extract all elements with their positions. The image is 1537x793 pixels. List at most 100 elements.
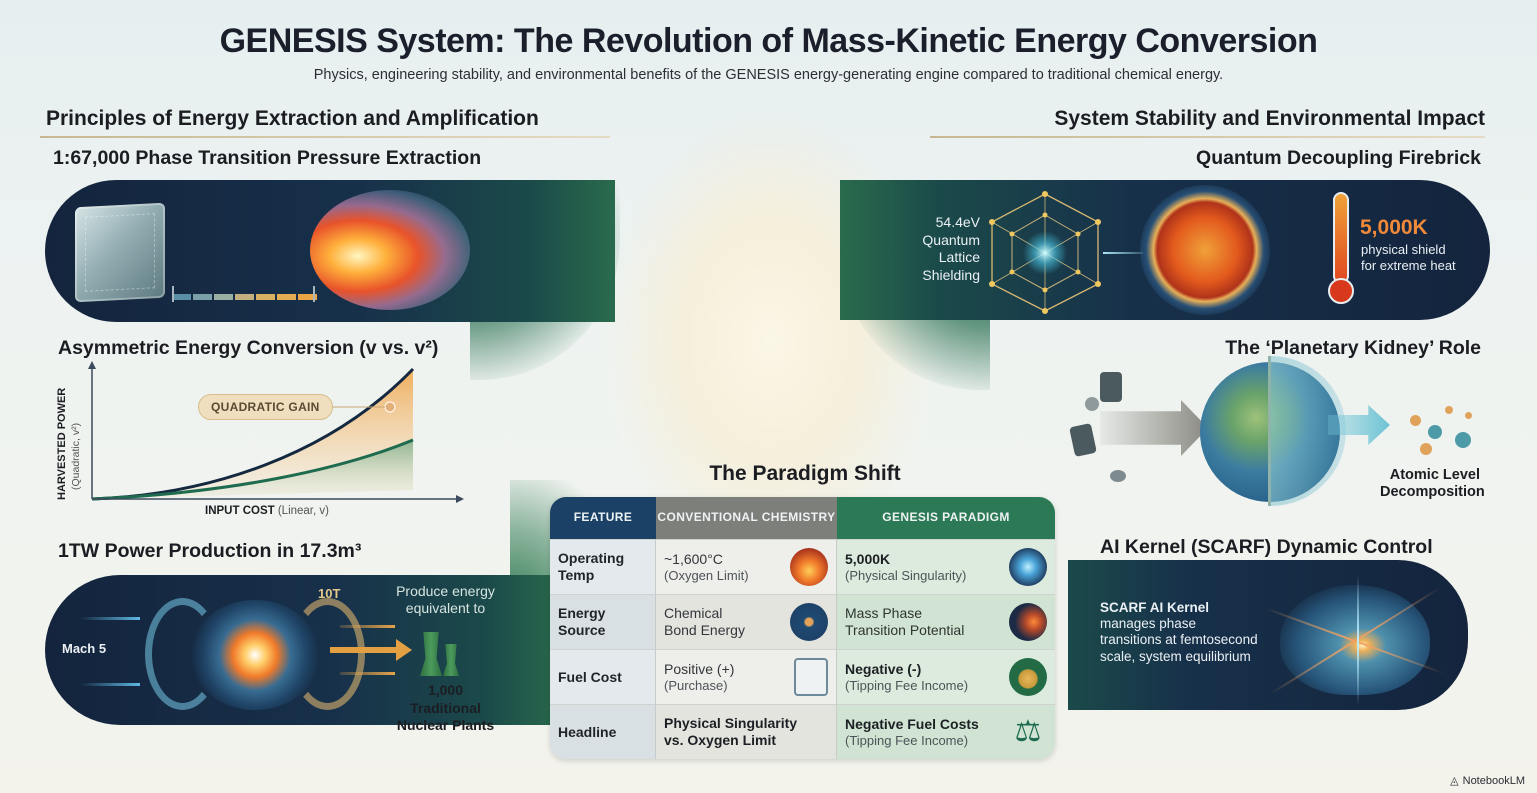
page-title: GENESIS System: The Revolution of Mass-K… [219,22,1318,60]
chart-x-axis-label: INPUT COST (Linear, v) [205,505,329,517]
explosion-icon [310,190,470,310]
balance-scale-icon: ⚖ [1014,715,1042,748]
cell-sub: Bond Energy [664,622,745,638]
debris-icon [1085,397,1099,411]
cell-main: Mass Phase [845,605,923,622]
asymmetric-chart [60,361,470,525]
watermark-text: NotebookLM [1462,774,1525,787]
atom-particle [1455,432,1471,448]
cell-sub: (Oxygen Limit) [664,567,749,583]
left-section-heading: Principles of Energy Extraction and Ampl… [46,107,539,130]
cell-sub: (Tipping Fee Income) [845,677,969,693]
table-row-feature: Operating Temp [550,539,656,594]
col-header-genesis: GENESIS PARADIGM [837,497,1055,539]
cell-main: ~1,600°C [664,550,723,567]
x-axis-title: INPUT COST [205,505,275,517]
atom-particle [1445,406,1453,414]
phase-transition-icon [1009,603,1047,641]
debris-icon [1110,470,1126,482]
ice-cube-icon [75,202,165,303]
cooling-tower-icon [420,632,442,676]
ai-kernel-desc-bold: SCARF AI Kernel [1100,600,1210,615]
table-cell-conventional: Positive (+)(Purchase) [656,649,837,704]
firebrick-title: Quantum Decoupling Firebrick [1196,147,1481,169]
nuclear-plants-label: Traditional Nuclear Plants [396,700,495,733]
paradigm-title: The Paradigm Shift [709,462,901,485]
invoice-icon [794,658,828,696]
table-row-feature: Headline [550,704,656,759]
cell-sub: vs. Oxygen Limit [664,732,777,748]
temperature-value: 5,000K [1360,216,1428,239]
right-section-heading: System Stability and Environmental Impac… [1054,107,1485,130]
cell-main: Positive (+) [664,660,735,677]
magnet-ring-left [145,598,220,710]
airflow-arrow [80,617,140,620]
quadratic-gain-callout: QUADRATIC GAIN [198,394,333,420]
magnet-ring-right [290,598,365,710]
thermometer-icon [1333,192,1349,284]
cell-sub: (Tipping Fee Income) [845,732,969,748]
waste-inflow-arrow [1100,400,1208,456]
fire-icon [790,548,828,586]
table-cell-genesis: Negative (-)(Tipping Fee Income) [837,649,1055,704]
cell-sub: (Physical Singularity) [845,567,967,583]
field-strength-label: 10T [318,586,341,601]
atom-particle [1465,412,1472,419]
table-cell-genesis: Negative Fuel Costs(Tipping Fee Income) … [837,704,1055,759]
equivalence-text: Produce energy equivalent to [396,583,495,616]
temperature-description: physical shield for extreme heat [1361,242,1456,273]
waste-barrel-icon [1069,423,1097,457]
left-section-divider [40,136,610,138]
atom-particle [1420,443,1432,455]
scale-bar-right-tick [313,286,315,302]
power-production-title: 1TW Power Production in 17.3m³ [58,540,362,562]
ai-kernel-title: AI Kernel (SCARF) Dynamic Control [1100,536,1433,558]
atom-particle [1410,415,1421,426]
scale-bar-left-tick [172,286,174,302]
ai-kernel-desc-text: manages phase transitions at femtosecond… [1100,616,1258,664]
cooling-tower-icon [443,644,459,676]
table-row-feature: Fuel Cost [550,649,656,704]
pressure-scale-bar [172,294,317,300]
lattice-core-icon [1009,548,1047,586]
col-header-conventional: CONVENTIONAL CHEMISTRY [656,497,837,539]
output-arrow-icon [330,639,412,661]
phase-extraction-title: 1:67,000 Phase Transition Pressure Extra… [53,147,482,169]
quantum-lattice-icon [988,190,1103,315]
nuclear-plants-count: 1,000 [427,682,464,698]
decomposition-label: Atomic Level Decomposition [1380,467,1485,501]
atom-particle [1428,425,1442,439]
output-flow-arrow [340,672,395,675]
molecule-icon [790,603,828,641]
x-axis-subtitle: (Linear, v) [277,505,329,517]
energy-beam [1103,252,1143,254]
page-subtitle: Physics, engineering stability, and envi… [313,67,1224,83]
brain-beam [1357,575,1359,705]
cell-main: Physical Singularity [664,715,798,732]
table-cell-genesis: 5,000K(Physical Singularity) [837,539,1055,594]
table-row-feature: Energy Source [550,594,656,649]
notebooklm-logo-icon: ◬ [1450,775,1459,787]
lattice-shielding-label: 54.4eV Quantum Lattice Shielding [922,214,980,283]
cell-sub: Transition Potential [845,622,965,638]
table-cell-conventional: ~1,600°C(Oxygen Limit) [656,539,837,594]
watermark: ◬ NotebookLM [1450,774,1525,788]
paradigm-table: FEATURE CONVENTIONAL CHEMISTRY GENESIS P… [550,497,1055,759]
ai-kernel-description: SCARF AI Kernel manages phase transition… [1100,600,1260,665]
cell-sub: (Purchase) [664,677,728,693]
thermometer-bulb [1328,278,1354,304]
col-header-feature: FEATURE [550,497,656,539]
cell-main: Chemical [664,605,723,622]
y-axis-title: HARVESTED POWER [56,387,68,500]
money-bag-icon [1009,658,1047,696]
right-section-divider [930,136,1485,138]
cell-main: 5,000K [845,550,891,567]
planetary-kidney-title: The ‘Planetary Kidney’ Role [1225,337,1481,359]
cell-main: Negative (-) [845,660,922,677]
output-flow-arrow [340,625,395,628]
chart-y-axis-label: HARVESTED POWER (Quadratic, v²) [50,380,82,500]
asymmetric-title: Asymmetric Energy Conversion (v vs. v²) [58,337,439,359]
y-axis-subtitle: (Quadratic, v²) [70,422,82,490]
